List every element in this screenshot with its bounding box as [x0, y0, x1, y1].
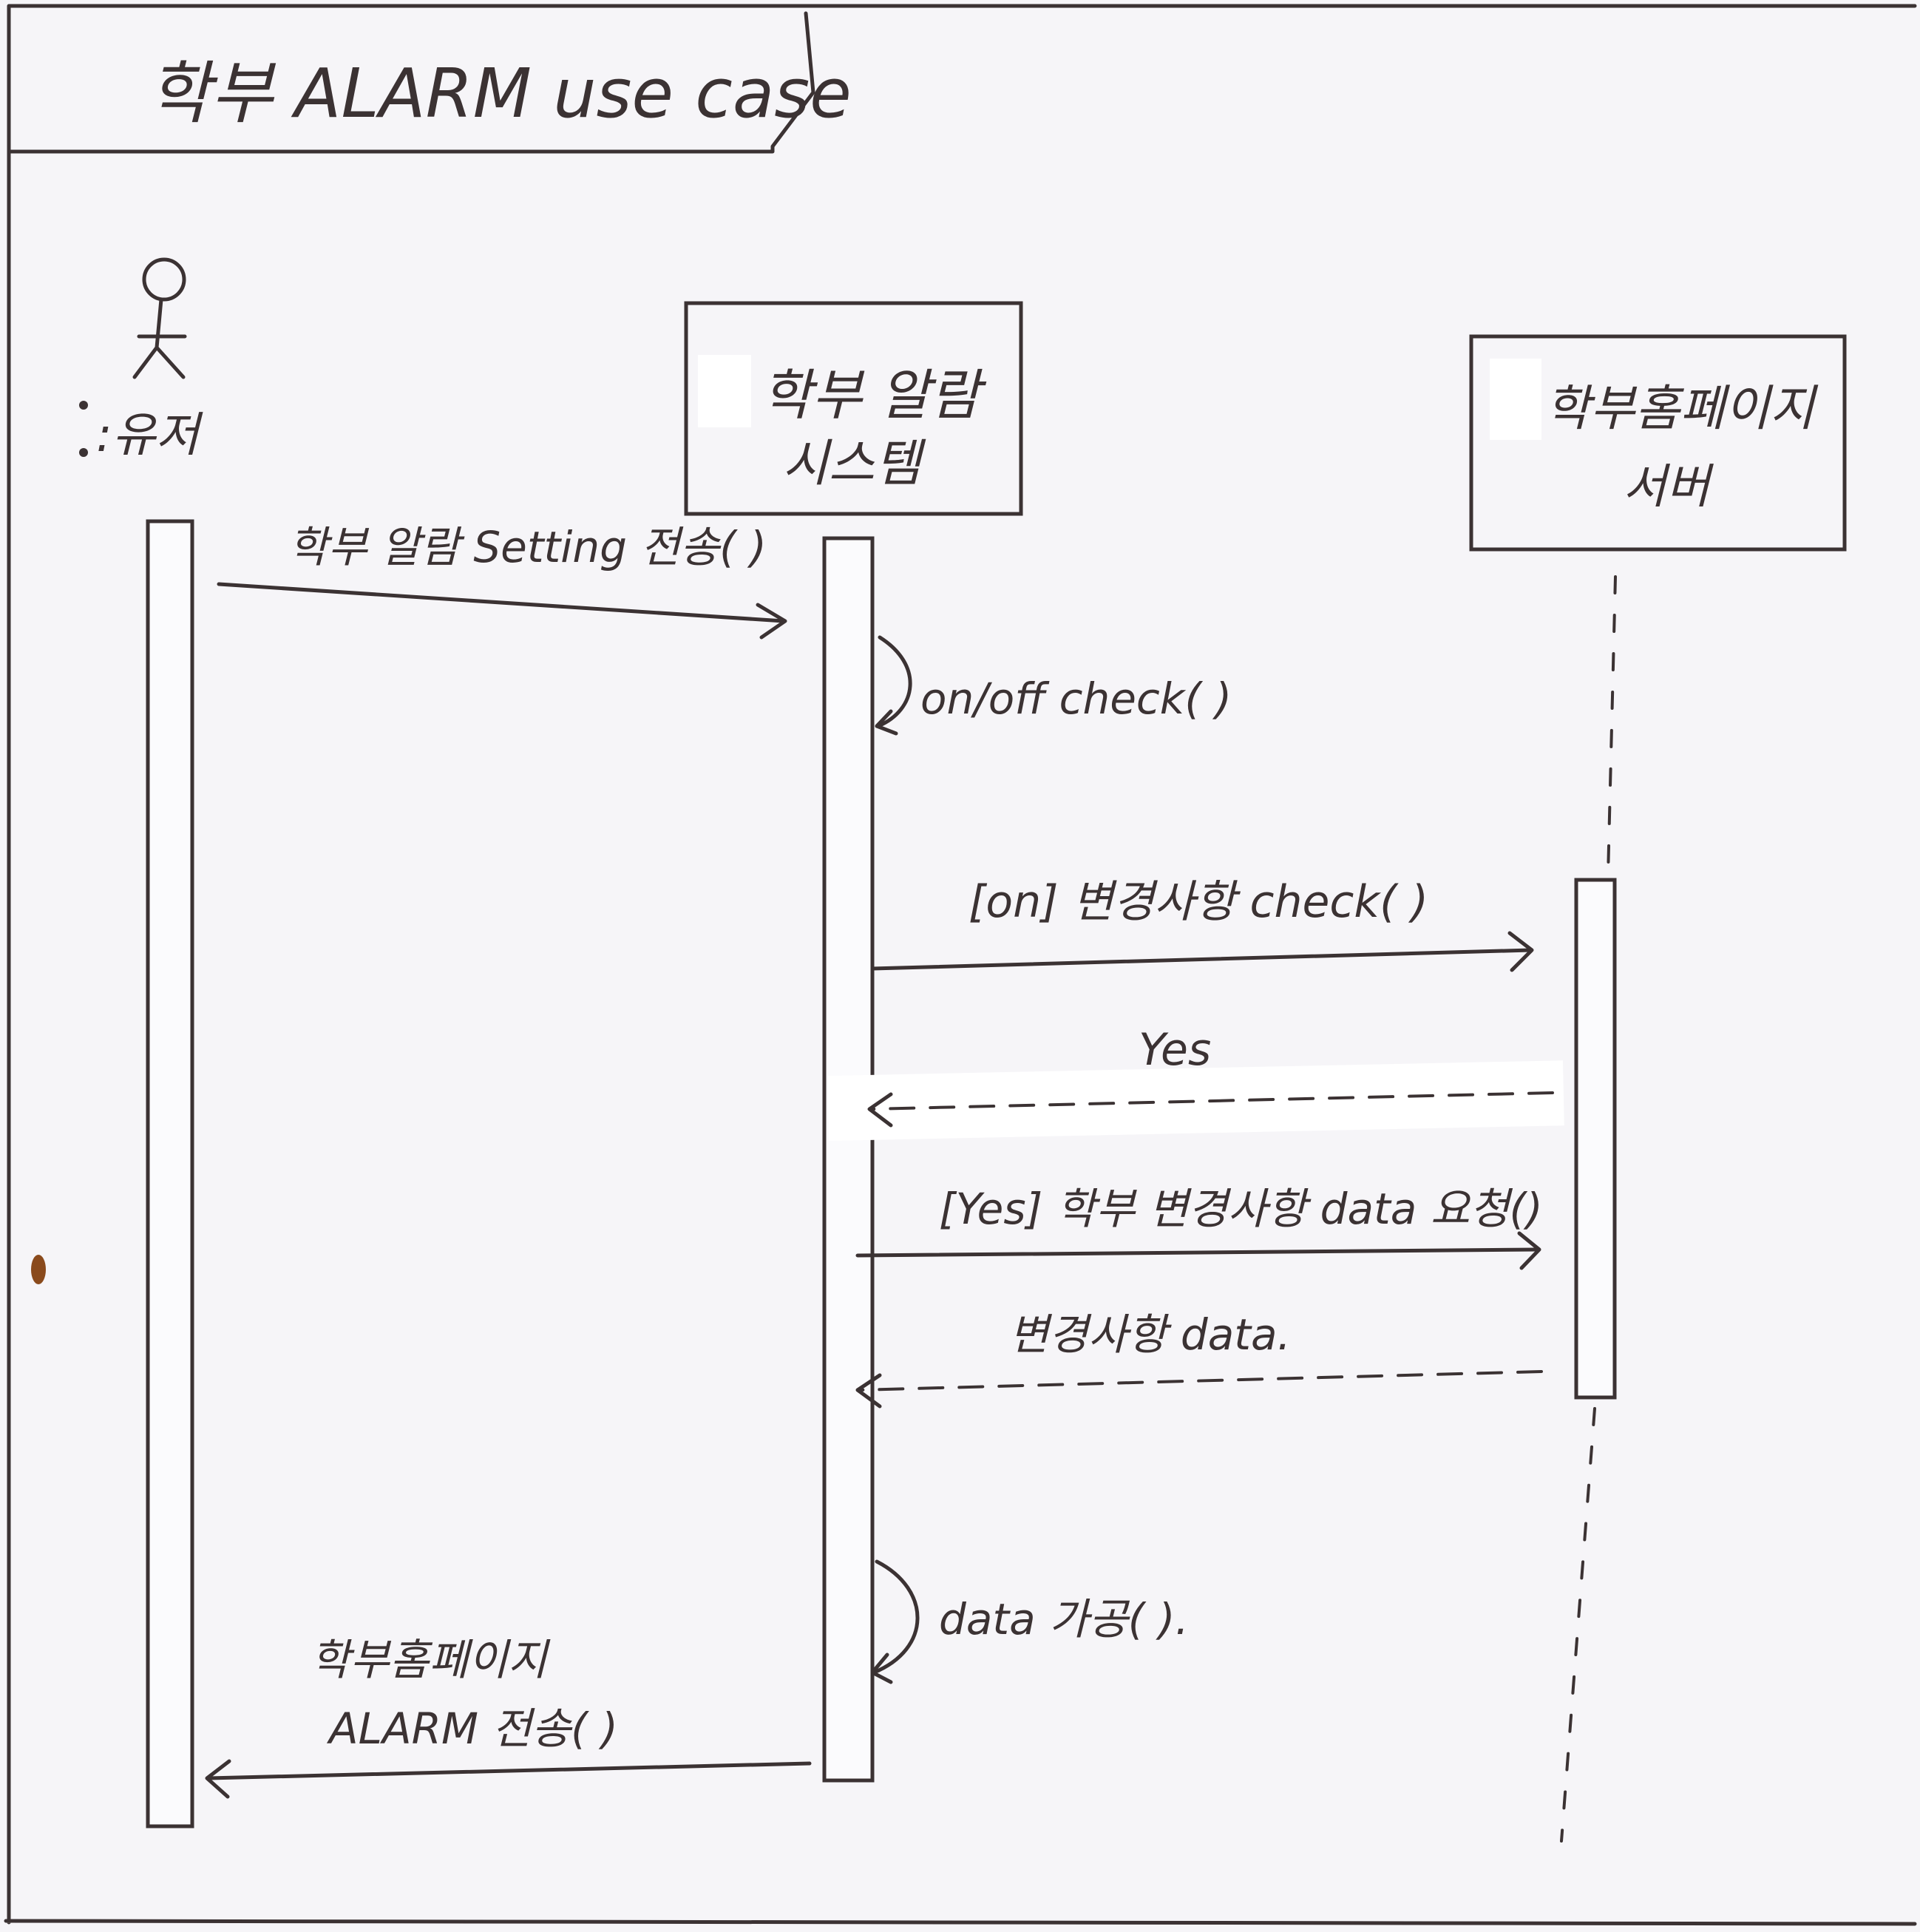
ink-stain: [31, 1255, 46, 1284]
return-message-arrow: [869, 1091, 1554, 1111]
arrowhead: [1507, 931, 1534, 972]
return-message-arrow: [858, 1370, 1543, 1392]
self-message-arrow: [872, 1559, 920, 1675]
message-label-m4: Yes: [1139, 1024, 1211, 1076]
message-label-m6: 변경사항 data.: [1009, 1309, 1291, 1360]
activation-server: [1574, 878, 1617, 1400]
lifeline-server-top: [1607, 575, 1617, 878]
activation-system: [822, 536, 875, 1783]
arrowhead: [205, 1759, 231, 1799]
message-label-m7: data 가공( ).: [939, 1594, 1189, 1644]
actor-user: [132, 257, 187, 379]
arrowhead: [756, 603, 787, 640]
actor-user-label: :유저: [96, 408, 203, 463]
arrowhead: [875, 709, 898, 736]
participant-server-label-line1: 학부홈페이지: [1545, 380, 1819, 437]
message-label-m5: [Yes] 학부 변경사항 data 요청(): [939, 1184, 1543, 1234]
frame-title-tab: [7, 11, 815, 154]
message-label-m2: on/off check( ): [920, 674, 1232, 724]
frame-title: 학부 ALARM use case: [148, 54, 852, 133]
self-message-arrow: [876, 635, 912, 728]
arrowhead: [1517, 1231, 1541, 1270]
message-arrow: [855, 1247, 1540, 1258]
lifeline-server-bottom: [1560, 1407, 1596, 1843]
actor-label-dot: [79, 448, 88, 457]
message-arrow: [217, 582, 786, 623]
actor-body: [132, 297, 187, 379]
tape-patch: [827, 1060, 1564, 1142]
actor-head: [142, 257, 186, 302]
message-arrow: [206, 1761, 812, 1780]
redaction-patch: [698, 355, 751, 427]
message-label-m1: 학부 알람 Setting 전송( ): [288, 522, 767, 572]
activation-user: [146, 519, 194, 1828]
arrowhead: [867, 1092, 893, 1128]
message-label-m8-line2: ALARM 전송( ): [326, 1704, 618, 1754]
actor-label-dot: [79, 401, 88, 410]
redaction-patch: [1490, 359, 1541, 440]
arrowhead: [855, 1373, 882, 1409]
participant-system-label-line1: 학부 알람: [761, 364, 987, 427]
message-label-m3: [on] 변경사항 check( ): [969, 876, 1428, 928]
message-label-m8-line1: 학부홈페이지: [311, 1635, 551, 1685]
participant-server-label-line2: 서버: [1623, 460, 1714, 515]
frame-border: [4, 4, 1917, 1926]
participant-system-label-line2: 시스템: [782, 435, 926, 493]
message-arrow: [870, 948, 1533, 971]
arrowhead: [870, 1653, 893, 1684]
